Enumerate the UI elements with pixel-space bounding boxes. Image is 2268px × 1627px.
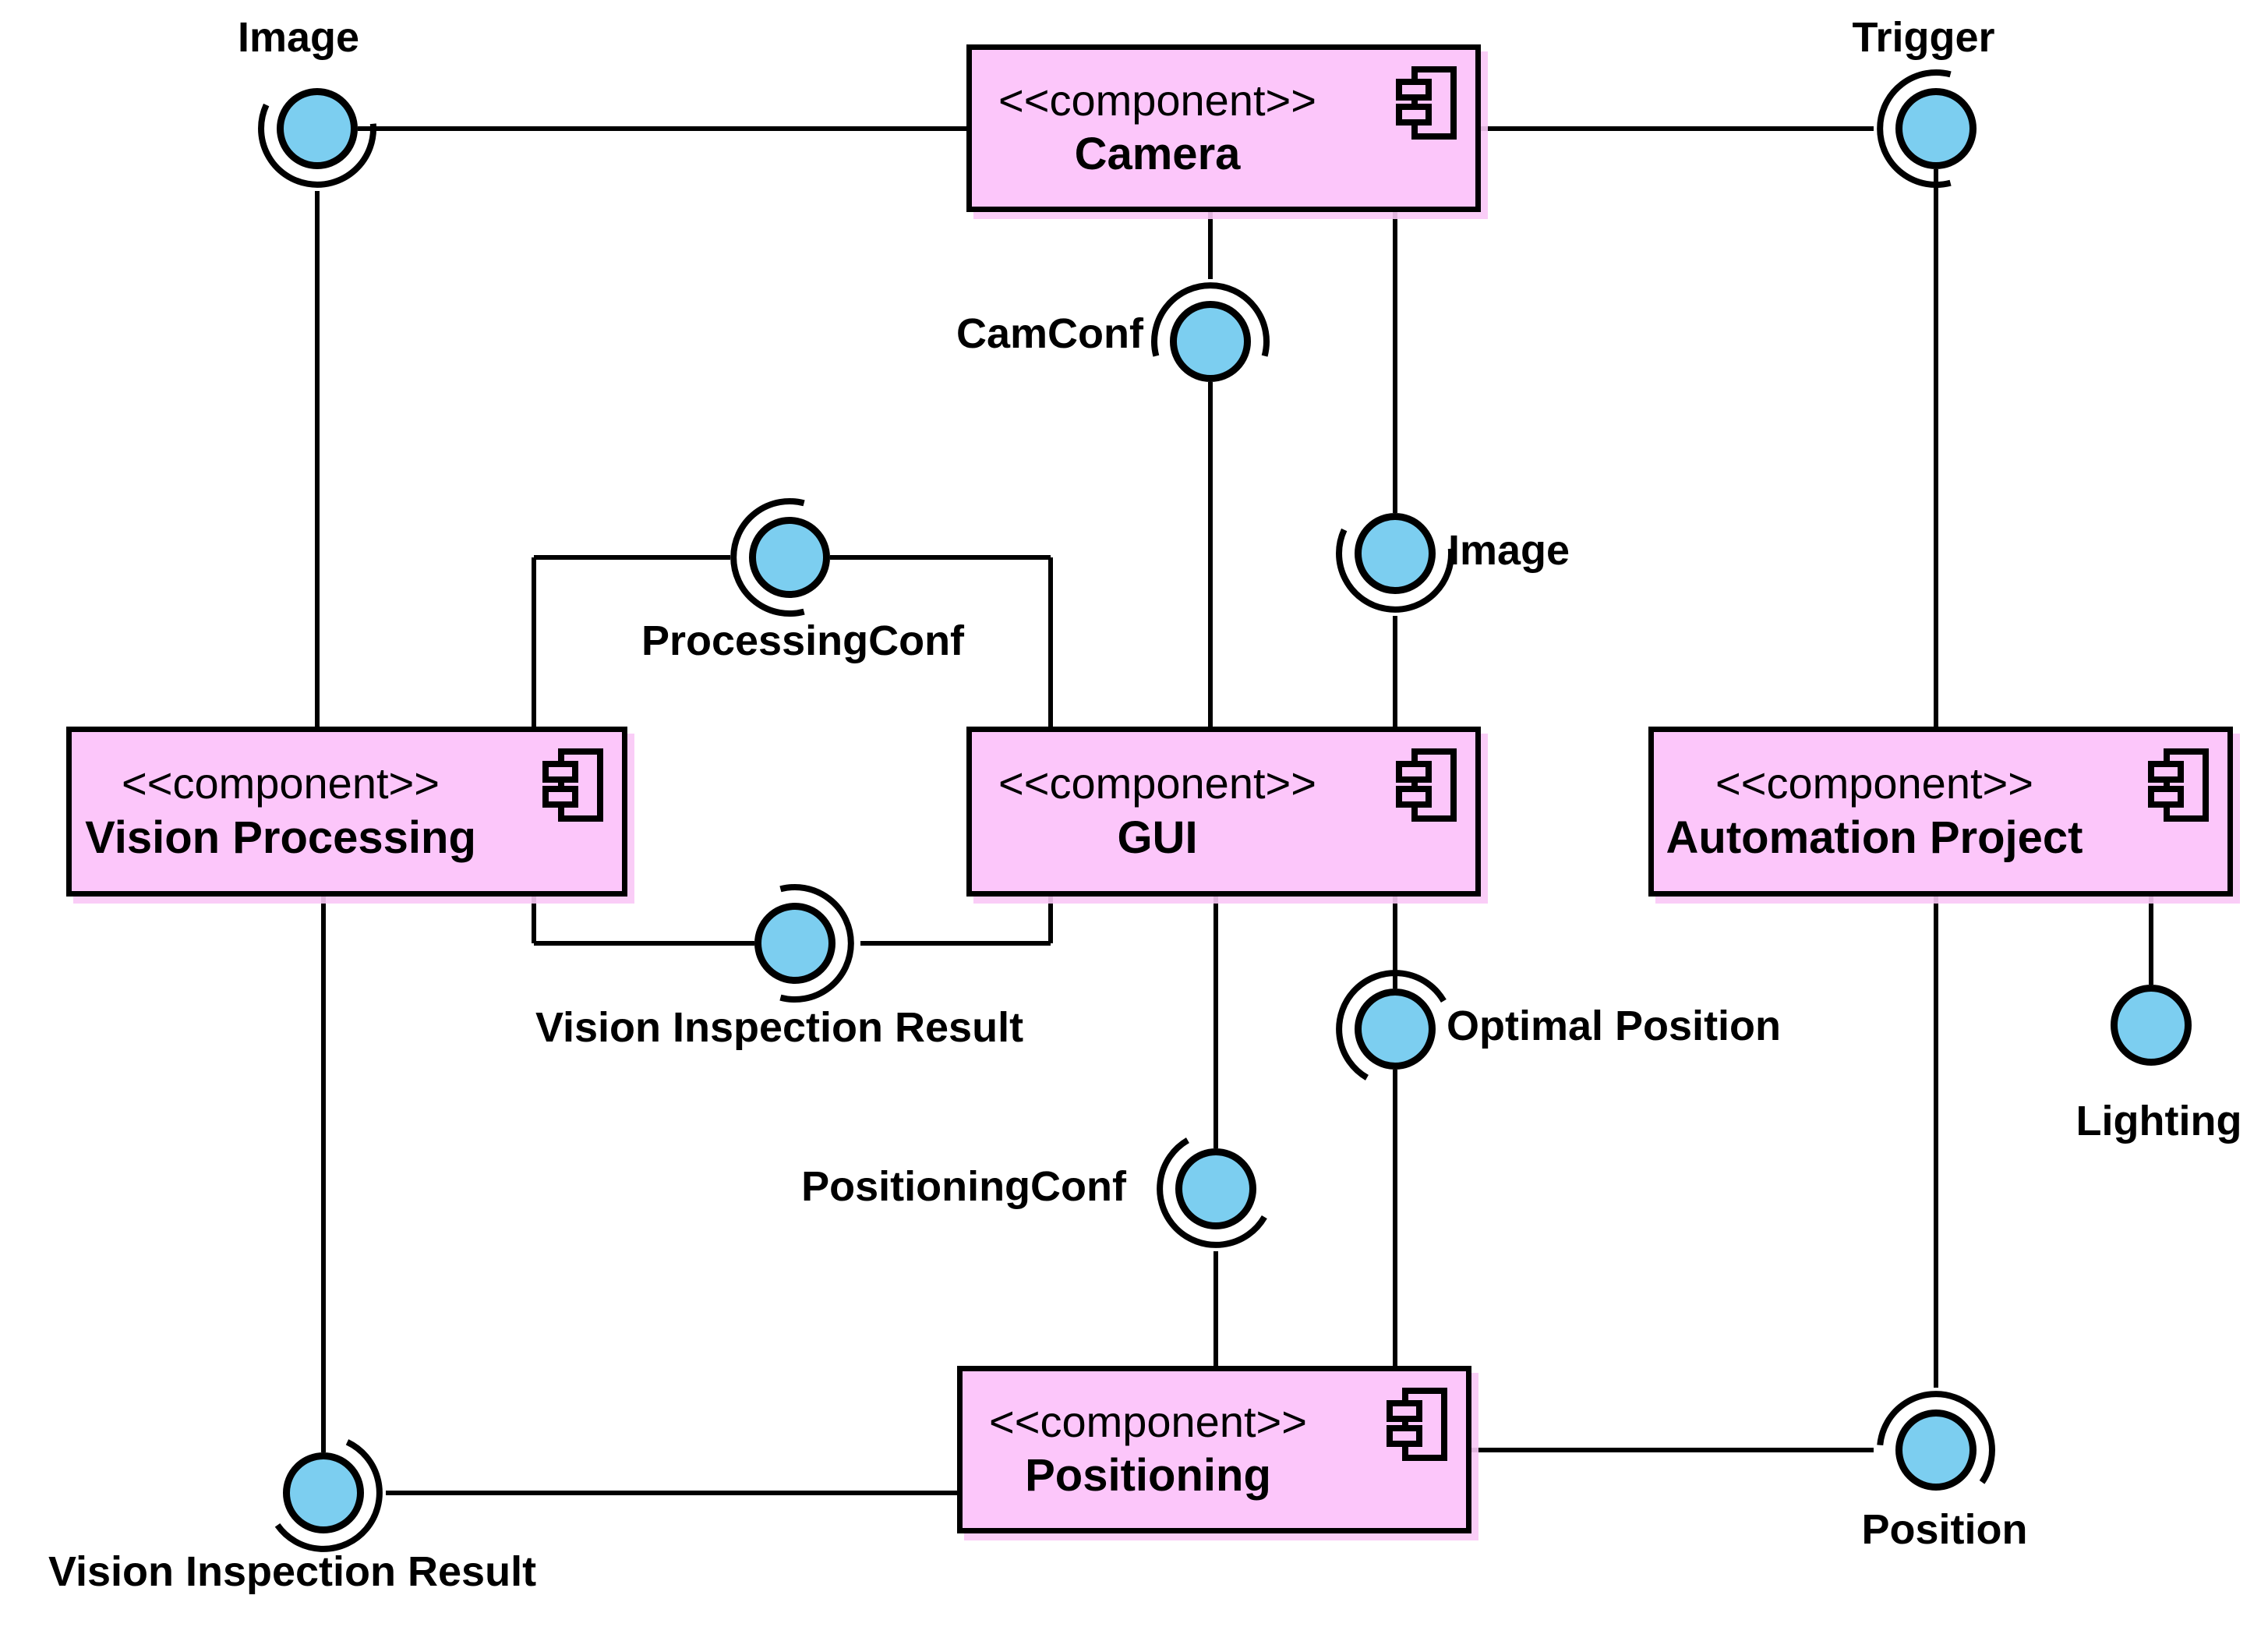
component-name: Automation Project — [1666, 812, 2083, 863]
interface-label-camconf: CamConf — [956, 310, 1143, 357]
interface-label-vir-middle: Vision Inspection Result — [535, 1004, 1024, 1051]
connector-image-top-to-camera — [358, 126, 966, 131]
socket-arc-vir-bottom — [274, 1439, 383, 1552]
connector-processingconf-right — [830, 555, 1051, 560]
connector-positioning-to-position — [1471, 1448, 1874, 1452]
interface-label-positioningconf: PositioningConf — [801, 1163, 1126, 1210]
interface-ball-lighting[interactable] — [2111, 985, 2192, 1066]
connector-camera-to-image-middle — [1393, 212, 1397, 513]
interface-label-optimal-position: Optimal Position — [1447, 1003, 1782, 1049]
connector-vir-middle-left — [534, 941, 754, 946]
connector-processingconf-to-gui — [1048, 557, 1053, 727]
component-name: GUI — [1117, 812, 1198, 863]
component-automation-project[interactable]: <<component>> Automation Project — [1648, 727, 2233, 897]
interface-label-image-middle: Image — [1448, 527, 1570, 574]
interface-label-trigger: Trigger — [1852, 14, 1995, 61]
connector-automationproject-to-lighting — [2149, 897, 2153, 985]
connector-gui-to-vir-middle — [1048, 897, 1053, 943]
component-gui[interactable]: <<component>> GUI — [966, 727, 1481, 897]
connector-camera-to-trigger — [1481, 126, 1874, 131]
connector-camconf-to-gui — [1208, 382, 1213, 727]
component-name: Camera — [1074, 129, 1241, 180]
interface-ball-position[interactable] — [1895, 1409, 1977, 1491]
connector-camera-to-camconf — [1208, 212, 1213, 279]
socket-arc-image-top — [258, 103, 377, 188]
interface-label-processingconf: ProcessingConf — [641, 617, 965, 664]
socket-arc-processingconf — [730, 498, 805, 617]
connector-visionprocessing-to-vir-bottom — [321, 897, 326, 1452]
socket-arc-position — [1877, 1391, 1995, 1484]
connector-image-top-to-visionprocessing — [315, 191, 320, 727]
component-camera[interactable]: <<component>> Camera — [966, 44, 1481, 212]
connector-trigger-to-automationproject — [1934, 169, 1938, 727]
component-stereotype: <<component>> — [989, 1396, 1307, 1446]
interface-label-image-top: Image — [237, 14, 360, 61]
component-stereotype: <<component>> — [998, 75, 1316, 125]
connector-vir-middle-right — [860, 941, 1051, 946]
connector-vir-bottom-to-positioning — [386, 1491, 957, 1495]
interface-label-vir-bottom: Vision Inspection Result — [48, 1548, 537, 1595]
component-stereotype: <<component>> — [122, 759, 440, 808]
connector-image-middle-to-gui — [1393, 616, 1397, 727]
socket-arc-camconf — [1151, 282, 1270, 357]
connector-gui-to-optimal-position — [1393, 897, 1397, 989]
component-icon — [2148, 748, 2209, 822]
interface-ball-processingconf[interactable] — [749, 517, 830, 598]
component-icon — [542, 748, 603, 822]
socket-arc-trigger — [1877, 69, 1952, 188]
component-icon — [1396, 748, 1457, 822]
interface-ball-optimal-position[interactable] — [1355, 989, 1436, 1070]
socket-arc-vir-middle — [779, 884, 854, 1003]
connector-positioningconf-to-positioning — [1213, 1251, 1218, 1366]
interface-ball-camconf[interactable] — [1170, 301, 1251, 382]
socket-arc-optimal-position — [1336, 970, 1447, 1081]
component-name: Positioning — [1025, 1450, 1271, 1501]
component-icon — [1396, 66, 1457, 140]
connector-processingconf-to-visionprocessing — [532, 557, 536, 727]
component-stereotype: <<component>> — [1715, 759, 2033, 808]
interface-ball-vir-bottom[interactable] — [283, 1452, 364, 1533]
interface-label-lighting: Lighting — [2075, 1098, 2242, 1144]
connector-gui-to-positioningconf — [1213, 897, 1218, 1148]
component-icon — [1387, 1388, 1447, 1461]
connector-processingconf-left — [534, 555, 730, 560]
component-stereotype: <<component>> — [998, 759, 1316, 808]
interface-label-position: Position — [1861, 1506, 2028, 1553]
connector-visionprocessing-to-vir-middle — [532, 897, 536, 943]
component-positioning[interactable]: <<component>> Positioning — [957, 1366, 1471, 1533]
interface-ball-trigger[interactable] — [1895, 88, 1977, 169]
connector-automationproject-to-position — [1934, 897, 1938, 1388]
socket-arc-positioningconf — [1157, 1137, 1267, 1248]
connector-optimal-position-to-positioning — [1393, 1070, 1397, 1366]
interface-ball-vir-middle[interactable] — [754, 903, 835, 984]
component-name: Vision Processing — [85, 812, 476, 863]
component-vision-processing[interactable]: <<component>> Vision Processing — [66, 727, 627, 897]
interface-ball-image-top[interactable] — [277, 88, 358, 169]
interface-ball-image-middle[interactable] — [1355, 513, 1436, 594]
interface-ball-positioningconf[interactable] — [1175, 1148, 1256, 1229]
socket-arc-image-middle — [1336, 528, 1455, 613]
